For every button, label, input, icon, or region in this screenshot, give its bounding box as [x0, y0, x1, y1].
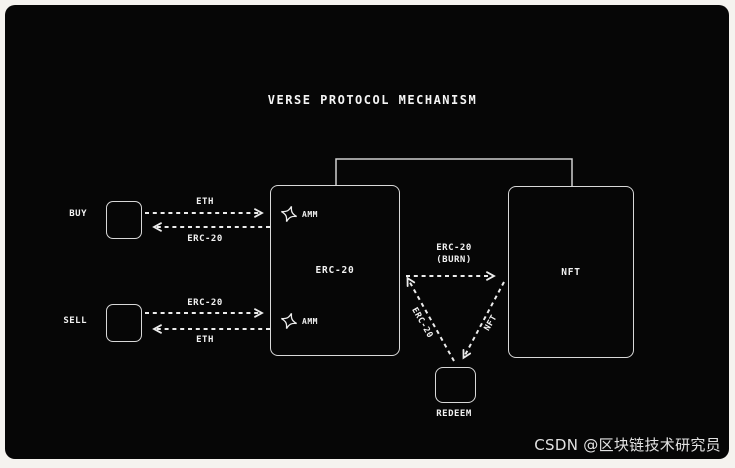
diagram-canvas: VERSE PROTOCOL MECHANISM	[5, 5, 729, 459]
amm-top-label: AMM	[302, 210, 318, 219]
redeem-node-box	[435, 367, 476, 403]
nft-node-label: NFT	[561, 266, 581, 278]
nft-node-box: NFT	[508, 186, 634, 358]
bracket-connector	[335, 158, 573, 186]
amm-bottom-label: AMM	[302, 317, 318, 326]
erc20-node-box: ERC-20	[270, 185, 400, 356]
buy-node-box	[106, 201, 142, 239]
edge-label-burn-line1: ERC-20	[436, 243, 472, 253]
redeem-label: REDEEM	[436, 409, 472, 419]
edge-label-buy-erc20: ERC-20	[187, 234, 223, 244]
csdn-watermark: CSDN @区块链技术研究员	[534, 436, 721, 454]
diagram-title: VERSE PROTOCOL MECHANISM	[267, 93, 478, 107]
sell-label: SELL	[63, 316, 87, 326]
edge-label-sell-eth: ETH	[196, 335, 214, 345]
sell-node-box	[106, 304, 142, 342]
edge-label-nft-redeem: NFT	[482, 313, 500, 333]
erc20-node-label: ERC-20	[315, 265, 355, 276]
edge-label-burn-line2: (BURN)	[436, 255, 472, 265]
edge-label-redeem-erc20: ERC-20	[409, 305, 435, 341]
buy-label: BUY	[69, 209, 87, 219]
edge-label-buy-eth: ETH	[196, 197, 214, 207]
edge-label-sell-erc20: ERC-20	[187, 298, 223, 308]
